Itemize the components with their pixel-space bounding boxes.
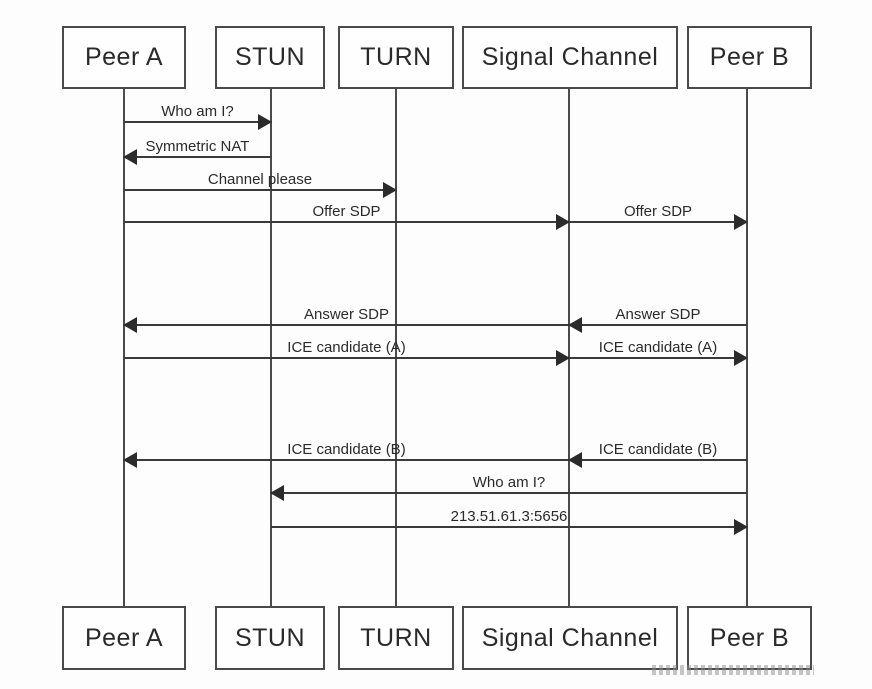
message-line [124, 189, 396, 191]
arrowhead-left [270, 485, 284, 501]
actor-label-stun: STUN [234, 43, 306, 71]
actor-box-stun-bottom: STUN [215, 606, 325, 670]
actor-label-peer-a: Peer A [84, 43, 164, 71]
lifeline-peer-a [123, 89, 125, 607]
actor-label-peer-a: Peer A [84, 623, 164, 652]
message-ice-candidate-b-to-peer-a: ICE candidate (B) [123, 441, 569, 468]
actor-label-signal-channel: Signal Channel [481, 623, 659, 652]
actor-box-peer-b-top: Peer B [687, 26, 812, 89]
message-label: ICE candidate (A) [287, 339, 406, 356]
watermark [652, 665, 814, 675]
message-line [124, 221, 569, 223]
arrowhead-right [556, 214, 570, 230]
message-symmetric-nat: Symmetric NAT [123, 138, 271, 165]
actor-label-turn: TURN [360, 43, 432, 71]
message-line [569, 324, 747, 326]
actor-box-turn-bottom: TURN [338, 606, 454, 670]
message-line [569, 459, 747, 461]
message-who-am-i-a: Who am I? [124, 103, 272, 130]
arrowhead-right [556, 350, 570, 366]
message-label: Who am I? [472, 474, 546, 491]
message-label: ICE candidate (B) [287, 441, 406, 458]
message-label: Offer SDP [623, 203, 693, 220]
message-label: 213.51.61.3:5656 [450, 508, 568, 525]
lifeline-stun [270, 89, 272, 607]
message-ice-candidate-a-to-signal: ICE candidate (A) [124, 339, 570, 366]
actor-label-turn: TURN [360, 623, 432, 652]
lifeline-turn [395, 89, 397, 607]
message-line [124, 156, 271, 158]
message-label: ICE candidate (B) [598, 441, 718, 458]
message-label: Who am I? [161, 103, 234, 120]
arrowhead-right [734, 214, 748, 230]
actor-box-signal-channel-top: Signal Channel [462, 26, 678, 89]
actor-label-signal-channel: Signal Channel [481, 43, 659, 71]
lifeline-signal-channel [568, 89, 570, 607]
actor-box-peer-a-top: Peer A [62, 26, 186, 89]
actor-label-peer-b: Peer B [709, 43, 790, 71]
arrowhead-left [123, 149, 137, 165]
arrowhead-left [123, 317, 137, 333]
message-line [569, 357, 747, 359]
message-ice-candidate-b-to-signal: ICE candidate (B) [568, 441, 747, 468]
message-offer-sdp-to-signal: Offer SDP [124, 203, 570, 230]
message-label: Answer SDP [615, 306, 701, 323]
actor-box-signal-channel-bottom: Signal Channel [462, 606, 678, 670]
message-ip-address-response: 213.51.61.3:5656 [271, 508, 748, 535]
actor-box-peer-a-bottom: Peer A [62, 606, 186, 670]
message-line [569, 221, 747, 223]
arrowhead-right [734, 350, 748, 366]
message-line [271, 492, 747, 494]
message-line [124, 121, 271, 123]
message-ice-candidate-a-to-peer-b: ICE candidate (A) [569, 339, 748, 366]
lifeline-peer-b [746, 89, 748, 607]
message-label: Symmetric NAT [145, 138, 250, 155]
arrowhead-right [258, 114, 272, 130]
message-line [124, 459, 569, 461]
message-label: Answer SDP [303, 306, 390, 323]
message-answer-sdp-to-peer-a: Answer SDP [123, 306, 569, 333]
message-label: ICE candidate (A) [598, 339, 718, 356]
message-channel-please: Channel please [124, 171, 397, 198]
message-line [124, 357, 569, 359]
arrowhead-right [734, 519, 748, 535]
message-offer-sdp-to-peer-b: Offer SDP [569, 203, 748, 230]
message-line [271, 526, 747, 528]
arrowhead-right [383, 182, 397, 198]
actor-box-peer-b-bottom: Peer B [687, 606, 812, 670]
actor-box-turn-top: TURN [338, 26, 454, 89]
message-label: Channel please [207, 171, 313, 188]
arrowhead-left [568, 452, 582, 468]
message-line [124, 324, 569, 326]
actor-box-stun-top: STUN [215, 26, 325, 89]
message-answer-sdp-to-signal: Answer SDP [568, 306, 747, 333]
actor-label-stun: STUN [234, 623, 306, 652]
arrowhead-left [568, 317, 582, 333]
actor-label-peer-b: Peer B [709, 623, 790, 652]
message-who-am-i-b: Who am I? [270, 474, 747, 501]
arrowhead-left [123, 452, 137, 468]
message-label: Offer SDP [312, 203, 381, 220]
